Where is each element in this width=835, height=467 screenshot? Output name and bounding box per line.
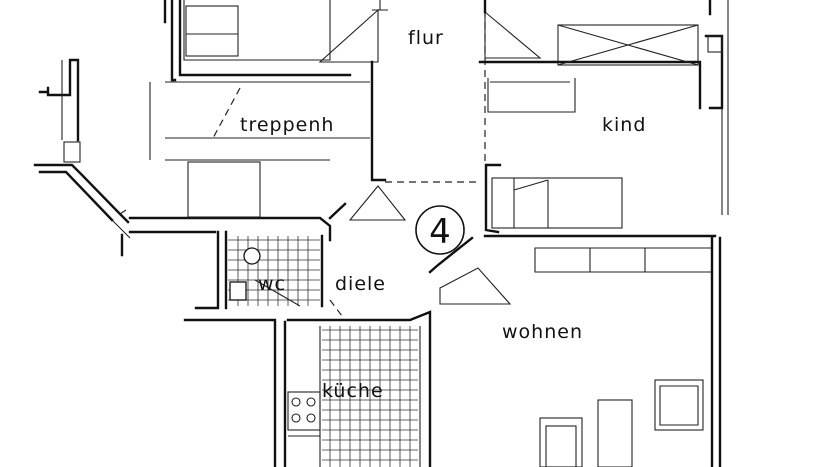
- unit-number: 4: [429, 212, 451, 252]
- wc-room: [194, 230, 324, 310]
- room-label-treppenhaus: treppenh: [240, 114, 334, 136]
- stove-burner-icon: [291, 413, 301, 423]
- room-label-diele: diele: [335, 273, 386, 295]
- toilet-icon: [229, 281, 247, 301]
- wc-tiles: [228, 236, 320, 306]
- unit-number-badge: 4: [415, 205, 465, 255]
- sofa: [654, 379, 704, 431]
- kitchen-tiles: [322, 326, 418, 467]
- room-label-kind: kind: [602, 114, 646, 136]
- room-label-kueche: küche: [322, 380, 384, 402]
- stove-burner-icon: [306, 413, 316, 423]
- room-label-wohnen: wohnen: [502, 321, 583, 343]
- flur-area: [318, 0, 702, 182]
- sink-icon: [243, 247, 261, 265]
- kueche-room: [287, 326, 421, 467]
- room-label-wc: wc: [258, 273, 286, 295]
- wardrobe: [557, 24, 699, 66]
- kind-room: [348, 78, 717, 274]
- wohnen-room: [539, 236, 722, 467]
- armchair: [539, 417, 583, 467]
- bed-kind: [491, 177, 623, 229]
- top-left-room: [163, 0, 388, 82]
- diele-area: [183, 267, 512, 467]
- stair-area: [33, 58, 370, 257]
- bed-furniture: [185, 5, 239, 57]
- stove-burner-icon: [291, 397, 301, 407]
- stove-burner-icon: [306, 397, 316, 407]
- table: [597, 399, 633, 467]
- top-right-area: [557, 0, 729, 215]
- room-label-flur: flur: [408, 27, 444, 49]
- stove: [287, 391, 321, 431]
